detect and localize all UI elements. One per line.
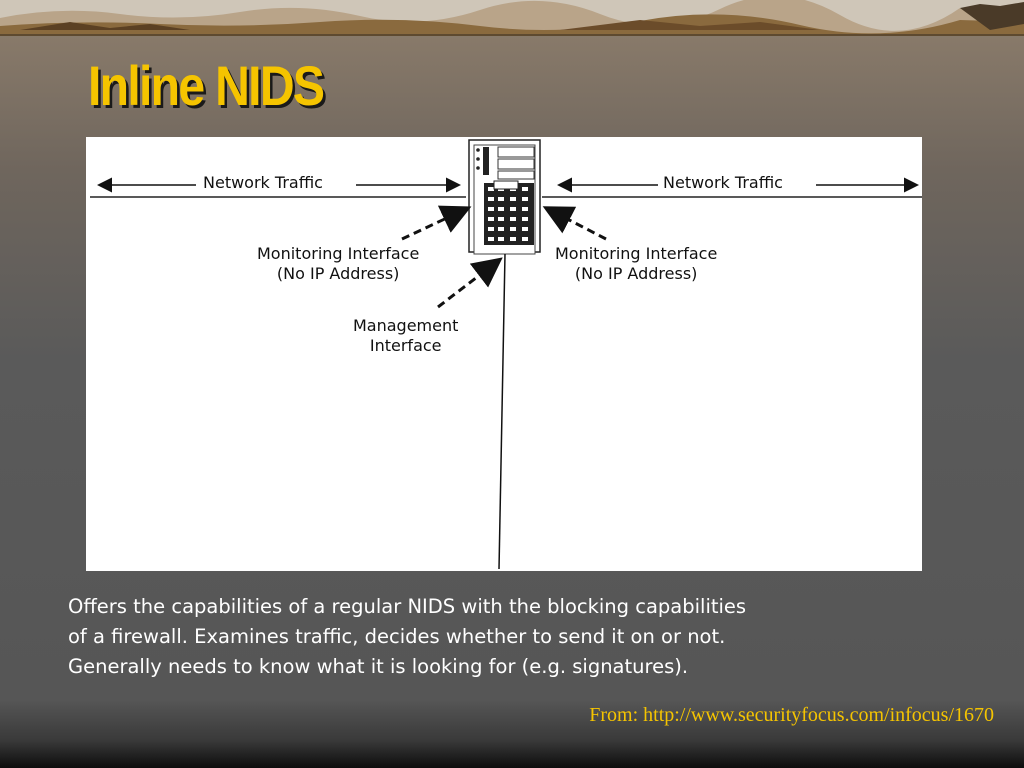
slide-body-text: Offers the capabilities of a regular NID… [68, 592, 988, 682]
management-pointer [437, 257, 503, 309]
mgmt-line2: Interface [369, 336, 442, 355]
management-interface-label: Management Interface [350, 316, 461, 356]
right-monitor-line1: Monitoring Interface [555, 244, 718, 263]
right-monitoring-interface-label: Monitoring Interface (No IP Address) [552, 244, 720, 284]
right-traffic-label: Network Traffic [660, 173, 786, 193]
left-monitor-line2: (No IP Address) [276, 264, 400, 283]
source-citation: From: http://www.securityfocus.com/infoc… [589, 704, 994, 726]
left-monitor-line1: Monitoring Interface [257, 244, 420, 263]
left-traffic-label: Network Traffic [200, 173, 326, 193]
right-monitor-pointer [542, 206, 607, 241]
management-cable [498, 253, 506, 570]
left-monitoring-interface-label: Monitoring Interface (No IP Address) [254, 244, 422, 284]
network-diagram: Network Traffic Network Traffic Monitori… [86, 137, 922, 571]
body-line-3: Generally needs to know what it is looki… [68, 655, 689, 678]
left-monitor-pointer [401, 205, 472, 241]
right-monitor-line2: (No IP Address) [574, 264, 698, 283]
diagram-graphics [90, 139, 922, 570]
slide-title: Inline NIDS [88, 54, 325, 117]
header-banner-image [0, 0, 1024, 36]
mgmt-line1: Management [353, 316, 459, 335]
body-line-1: Offers the capabilities of a regular NID… [68, 595, 747, 618]
server-rack-icon [468, 139, 541, 255]
body-line-2: of a firewall. Examines traffic, decides… [68, 625, 726, 648]
